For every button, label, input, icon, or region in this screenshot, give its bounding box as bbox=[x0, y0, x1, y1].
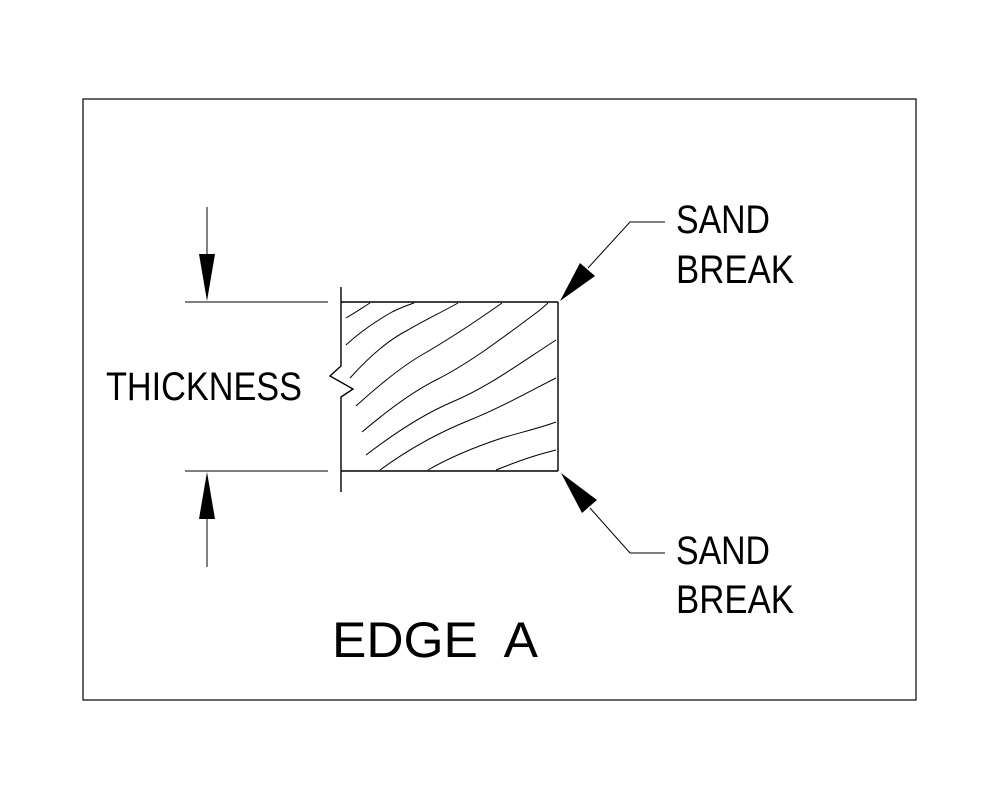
bottom-callout-arrowhead bbox=[561, 473, 597, 513]
top-callout-arrowhead bbox=[560, 263, 595, 301]
thickness-label: THICKNESS bbox=[106, 365, 302, 409]
arrowhead-down bbox=[199, 254, 215, 301]
drawing-frame bbox=[82, 98, 917, 701]
top-callout-leader bbox=[560, 221, 665, 301]
bottom-callout-label-line2: BREAK bbox=[676, 578, 794, 622]
arrowhead-up bbox=[199, 472, 215, 519]
top-callout-label-line2: BREAK bbox=[676, 248, 794, 292]
bottom-callout-leader bbox=[561, 473, 665, 554]
drawing-title: EDGE A bbox=[332, 612, 539, 668]
break-line bbox=[328, 287, 355, 492]
thickness-dimension bbox=[185, 207, 328, 567]
top-callout-label-line1: SAND bbox=[676, 198, 770, 242]
bottom-callout-label-line1: SAND bbox=[676, 529, 770, 573]
board-section bbox=[328, 287, 559, 492]
wood-grain-hatch bbox=[345, 302, 557, 471]
